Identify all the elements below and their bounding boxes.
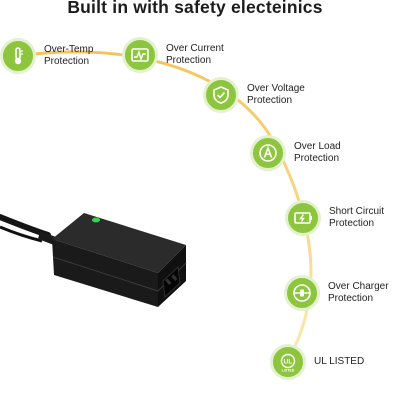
ul-badge-text: LISTED <box>282 369 295 373</box>
feature-line1: Over Voltage <box>247 83 305 94</box>
ampere-icon <box>250 135 286 171</box>
page-title: Built in with safety electeinics <box>67 0 323 17</box>
feature-line2: Protection <box>328 293 374 304</box>
ul-listed-icon: UL LISTED <box>270 344 306 380</box>
feature-ul-listed: UL LISTED UL LISTED <box>270 344 364 380</box>
feature-line1: Over Current <box>166 43 224 54</box>
feature-line2: Protection <box>44 56 90 67</box>
charger-plug-icon <box>284 275 320 311</box>
power-adapter-image <box>0 213 187 307</box>
feature-line2: Protection <box>247 95 293 106</box>
feature-line1: Over Load <box>294 141 341 152</box>
feature-line2: Protection <box>294 153 340 164</box>
battery-lightning-icon <box>285 200 321 236</box>
svg-text:UL: UL <box>284 359 293 366</box>
feature-line2: Protection <box>329 218 375 229</box>
feature-line2: Protection <box>166 55 212 66</box>
shield-check-icon <box>203 77 239 113</box>
led-indicator-icon <box>92 217 100 223</box>
feature-line1: UL LISTED <box>314 356 365 367</box>
current-meter-icon <box>122 37 158 73</box>
feature-line1: Over Charger <box>328 281 389 292</box>
thermometer-icon <box>0 38 36 74</box>
feature-line1: Short Circuit <box>329 206 385 217</box>
feature-line1: Over-Temp <box>44 44 94 55</box>
